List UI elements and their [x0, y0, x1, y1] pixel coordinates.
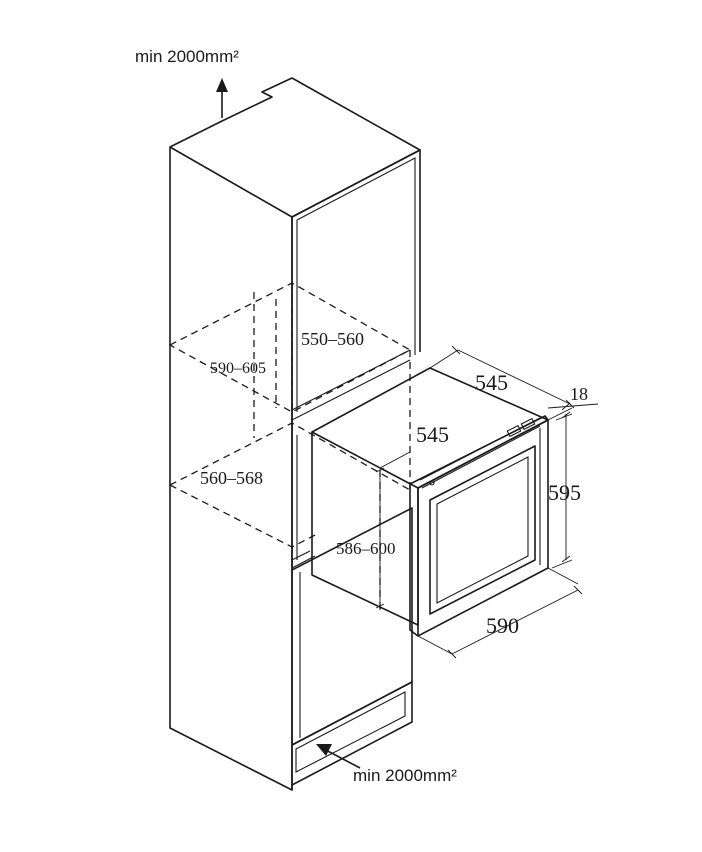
- dim-appliance-height: 595: [548, 480, 581, 505]
- vent-label-bottom: min 2000mm²: [353, 766, 457, 785]
- vent-arrow-bottom: [316, 744, 361, 769]
- dim-door-thickness: 18: [570, 384, 588, 404]
- vent-arrow-top: [216, 78, 228, 118]
- dim-niche-width: 560–568: [200, 468, 263, 488]
- dim-appliance-depth-top: 545: [475, 370, 508, 395]
- wine-cooler: [311, 367, 549, 637]
- niche-outline: [168, 282, 412, 610]
- dim-niche-depth: 550–560: [301, 329, 364, 349]
- dim-appliance-width: 590: [486, 613, 519, 638]
- dim-cabinet-gap: 586–600: [336, 539, 396, 558]
- dim-appliance-depth-inner: 545: [416, 422, 449, 447]
- dim-niche-height: 590–605: [210, 360, 266, 377]
- vent-label-top: min 2000mm²: [135, 47, 239, 66]
- dimension-lines: [375, 345, 599, 659]
- tall-cabinet: [169, 77, 421, 791]
